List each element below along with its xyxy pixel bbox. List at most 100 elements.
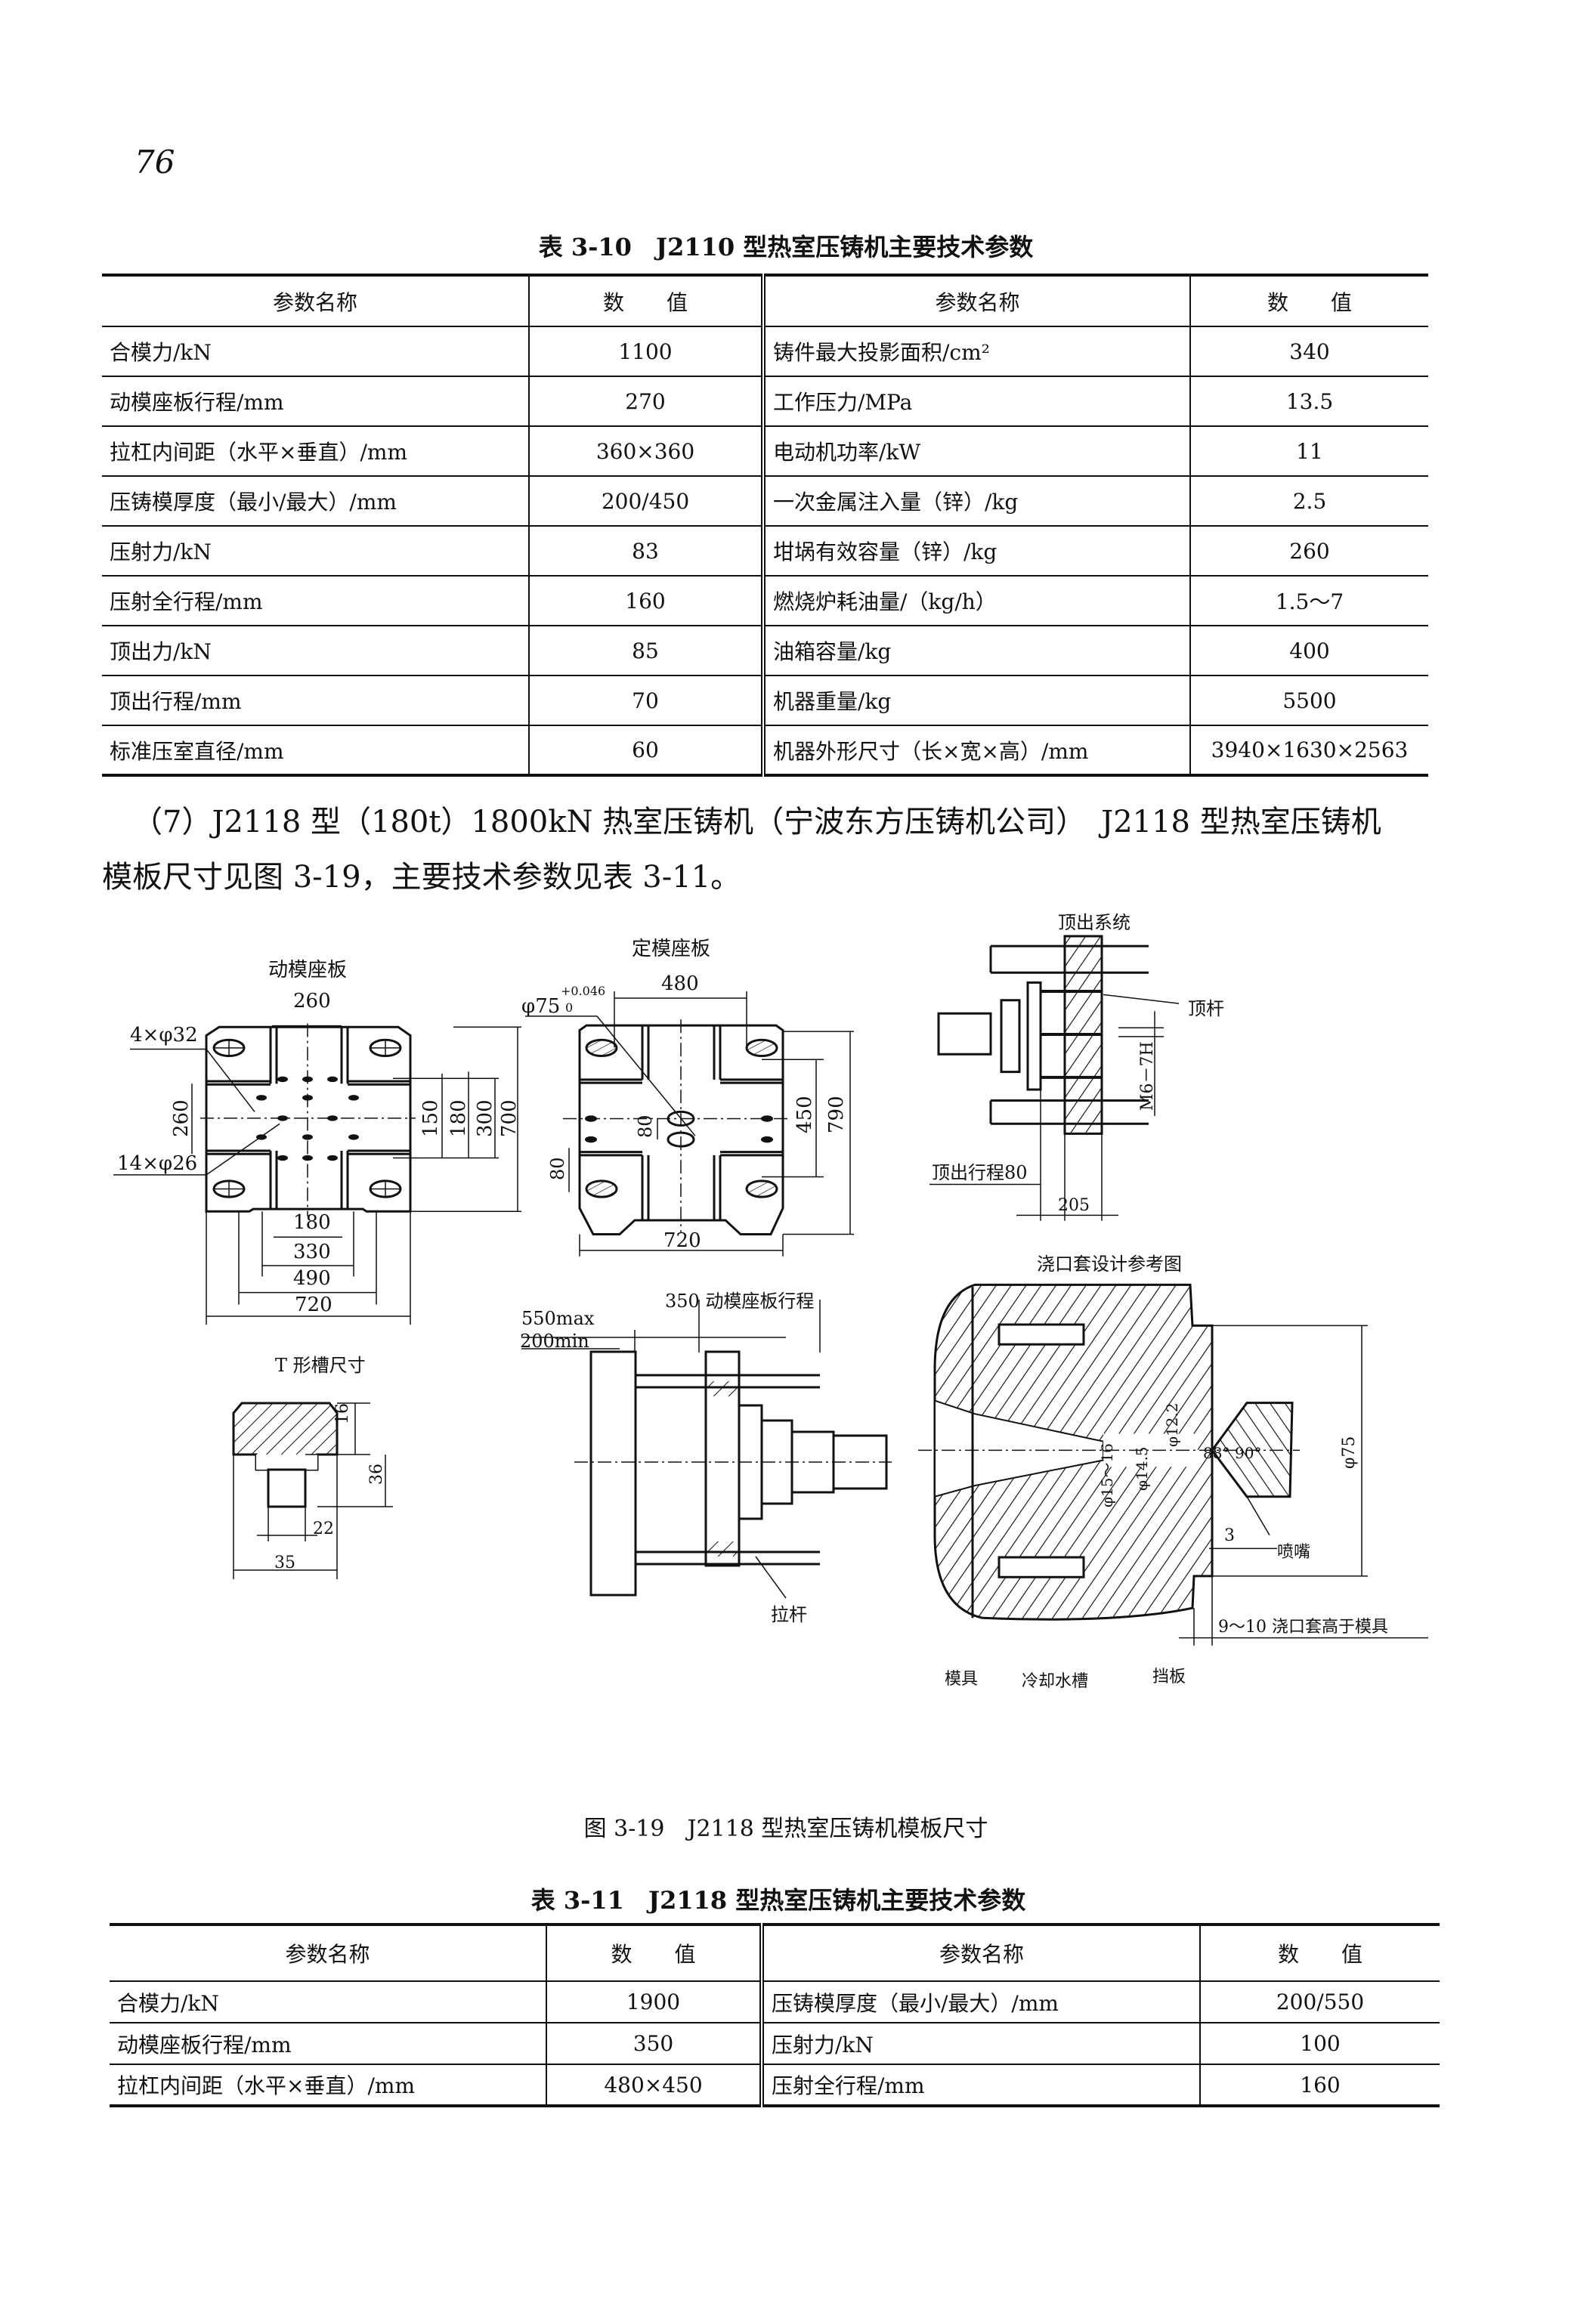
dim-phi15-16: φ15～16 xyxy=(1098,1443,1116,1507)
parameter-name-cell: 工作压力/MPa xyxy=(761,376,1190,427)
value-cell: 83 xyxy=(528,526,763,577)
moving-platen-drawing: 动模座板 260 4×φ32 14×φ26 260 150 180 300 70… xyxy=(113,959,521,1325)
column-header: 参数名称 xyxy=(102,275,529,327)
parameter-name-cell: 机器外形尺寸（长×宽×高）/mm xyxy=(761,725,1190,776)
dim-450: 450 xyxy=(793,1096,816,1133)
value-cell: 1900 xyxy=(546,1981,762,2023)
tolerance-lower: 0 xyxy=(565,1000,573,1015)
moving-platen-stroke-label: 350 动模座板行程 xyxy=(665,1291,814,1312)
parameter-name-cell: 压射力/kN xyxy=(102,526,529,577)
value-cell: 11 xyxy=(1189,426,1428,477)
sprue-height-label: 9～10 浇口套高于模具 xyxy=(1218,1618,1388,1637)
ejector-system-drawing: 顶出系统 顶杆 M6－7H 顶出行程80 205 xyxy=(929,912,1224,1221)
column-header: 参数名称 xyxy=(759,1924,1200,1982)
tolerance-upper: +0.046 xyxy=(561,984,605,998)
baffle-label: 挡板 xyxy=(1152,1668,1186,1686)
dim-490: 490 xyxy=(293,1267,331,1290)
column-header: 数 值 xyxy=(1199,1924,1440,1982)
nozzle-label: 喷嘴 xyxy=(1277,1543,1310,1562)
ejector-stroke-label: 顶出行程80 xyxy=(932,1162,1028,1183)
parameter-name-cell: 压铸模厚度（最小/最大）/mm xyxy=(102,476,529,527)
dim-700: 700 xyxy=(498,1099,521,1137)
value-cell: 70 xyxy=(528,675,763,726)
value-cell: 13.5 xyxy=(1189,376,1428,427)
label-4-holes-32: 4×φ32 xyxy=(130,1024,198,1046)
parameter-name-cell: 拉杠内间距（水平×垂直）/mm xyxy=(102,426,529,477)
table-header-row: 参数名称数 值参数名称数 值 xyxy=(102,275,1428,327)
table-header-row: 参数名称数 值参数名称数 值 xyxy=(110,1924,1440,1982)
dim-180: 180 xyxy=(293,1211,331,1234)
dim-300: 300 xyxy=(474,1099,496,1137)
dim-150: 150 xyxy=(419,1099,442,1137)
t-slot-title: T 形槽尺寸 xyxy=(275,1355,366,1376)
paragraph-line-1: （7）J2118 型（180t）1800kN 热室压铸机（宁波东方压铸机公司） … xyxy=(132,805,1381,839)
value-cell: 360×360 xyxy=(528,426,763,477)
value-cell: 160 xyxy=(528,576,763,626)
ejector-rod-label: 顶杆 xyxy=(1188,998,1224,1019)
value-cell: 480×450 xyxy=(546,2064,762,2107)
fixed-platen-title: 定模座板 xyxy=(632,938,710,960)
dim-phi14-5: φ14.5 xyxy=(1133,1446,1151,1491)
parameter-name-cell: 铸件最大投影面积/cm² xyxy=(761,326,1190,377)
parameter-name-cell: 压射全行程/mm xyxy=(759,2064,1200,2107)
value-cell: 340 xyxy=(1189,326,1428,377)
dim-720: 720 xyxy=(295,1294,332,1316)
column-header: 数 值 xyxy=(528,275,763,327)
dim-260-top: 260 xyxy=(293,990,331,1012)
angle-90: 90° xyxy=(1235,1444,1261,1462)
table-3-11-title: 表 3-11 J2118 型热室压铸机主要技术参数 xyxy=(530,1886,1026,1915)
dim-205: 205 xyxy=(1058,1196,1090,1215)
value-cell: 400 xyxy=(1189,626,1428,676)
parameter-name-cell: 坩埚有效容量（锌）/kg xyxy=(761,526,1190,577)
value-cell: 160 xyxy=(1199,2064,1440,2107)
sprue-bushing-drawing: 浇口套设计参考图 φ15～16 φ14.5 φ12.2 88° 90° φ75 … xyxy=(918,1254,1428,1691)
value-cell: 350 xyxy=(546,2023,762,2065)
value-cell: 100 xyxy=(1199,2023,1440,2065)
ejector-system-title: 顶出系统 xyxy=(1058,912,1130,933)
dim-phi75-sprue: φ75 xyxy=(1340,1436,1359,1469)
parameter-name-cell: 机器重量/kg xyxy=(761,675,1190,726)
clamping-assembly-drawing: 350 动模座板行程 550max 200min 拉杆 xyxy=(520,1291,892,1625)
dim-phi75: φ75 xyxy=(521,995,560,1018)
value-cell: 1100 xyxy=(528,326,763,377)
table-3-10-title: 表 3-10 J2110 型热室压铸机主要技术参数 xyxy=(538,233,1034,261)
parameter-name-cell: 拉杠内间距（水平×垂直）/mm xyxy=(110,2064,546,2107)
dim-phi12-2: φ12.2 xyxy=(1163,1402,1181,1447)
dim-36: 36 xyxy=(367,1464,386,1485)
column-header: 参数名称 xyxy=(761,275,1190,327)
value-cell: 3940×1630×2563 xyxy=(1189,725,1428,776)
parameter-name-cell: 顶出力/kN xyxy=(102,626,529,676)
value-cell: 2.5 xyxy=(1189,476,1428,527)
min-opening-label: 200min xyxy=(520,1331,589,1352)
parameter-name-cell: 顶出行程/mm xyxy=(102,675,529,726)
paragraph-line-2: 模板尺寸见图 3-19，主要技术参数见表 3-11。 xyxy=(102,860,741,895)
value-cell: 260 xyxy=(1189,526,1428,577)
column-header: 数 值 xyxy=(1189,275,1428,327)
dim-720-fixed: 720 xyxy=(663,1229,701,1252)
value-cell: 60 xyxy=(528,725,763,776)
dim-180-vertical: 180 xyxy=(447,1099,470,1137)
label-14-holes-26: 14×φ26 xyxy=(117,1152,197,1175)
dim-35: 35 xyxy=(274,1553,295,1572)
parameter-name-cell: 标准压室直径/mm xyxy=(102,725,529,776)
value-cell: 1.5～7 xyxy=(1189,576,1428,626)
cooling-groove-label: 冷却水槽 xyxy=(1022,1672,1088,1691)
max-opening-label: 550max xyxy=(521,1308,595,1329)
value-cell: 85 xyxy=(528,626,763,676)
parameter-name-cell: 动模座板行程/mm xyxy=(102,376,529,427)
dim-790: 790 xyxy=(825,1096,848,1133)
thread-label: M6－7H xyxy=(1138,1041,1157,1111)
figure-caption: 图 3-19 J2118 型热室压铸机模板尺寸 xyxy=(583,1816,988,1842)
parameter-name-cell: 压射力/kN xyxy=(759,2023,1200,2065)
column-header: 参数名称 xyxy=(110,1924,546,1982)
